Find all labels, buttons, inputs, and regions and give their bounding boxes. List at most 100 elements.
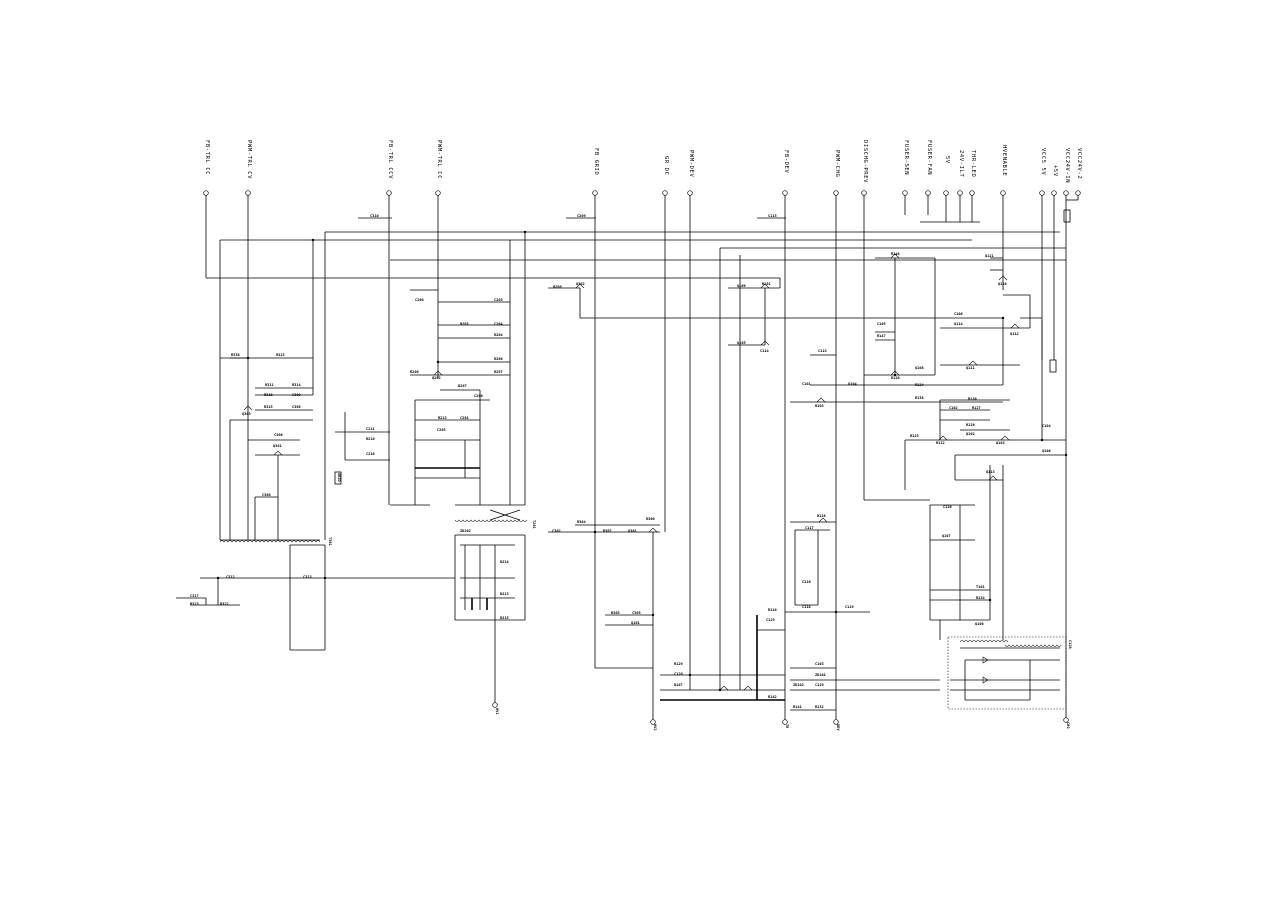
component-label: C305 xyxy=(632,611,641,615)
component-label: D214 xyxy=(500,560,509,564)
component-label: Q303 xyxy=(242,412,251,416)
component-label: R103 xyxy=(815,404,824,408)
signal-hvenable: HVENABLE xyxy=(1001,145,1007,177)
component-label: Q110 xyxy=(998,282,1007,286)
component-label: R128 xyxy=(817,514,826,518)
component-label: C310 xyxy=(370,214,379,218)
block-hv-transfer xyxy=(176,232,455,651)
component-label: R101 xyxy=(762,282,771,286)
connector-boxes xyxy=(334,209,1071,485)
component-label: T201 xyxy=(532,520,536,529)
component-label: C118 xyxy=(802,605,811,609)
component-label: R120 xyxy=(891,376,900,380)
component-label: C208 xyxy=(415,298,424,302)
component-label: C203 xyxy=(494,298,503,302)
component-label: Q202 xyxy=(432,376,441,380)
component-label: R127 xyxy=(972,406,981,410)
component-label: C206 xyxy=(474,394,483,398)
component-label: R203 xyxy=(460,322,469,326)
component-label: C125 xyxy=(766,618,775,622)
signal-pwm-dev: PWM-DEV xyxy=(688,150,694,178)
component-label: R307 xyxy=(603,529,612,533)
component-label: R147 xyxy=(877,334,886,338)
component-label: D213 xyxy=(500,592,509,596)
component-label: Q107 xyxy=(942,534,951,538)
terminal-label: CHG xyxy=(1066,722,1070,729)
component-label: C128 xyxy=(1068,640,1072,649)
component-label: R112 xyxy=(936,441,945,445)
component-label: Q101 xyxy=(631,621,640,625)
component-label: C211 xyxy=(366,427,375,431)
component-label: R124 xyxy=(915,383,924,387)
component-label: Q106 xyxy=(1042,449,1051,453)
component-label: Q302 xyxy=(576,282,585,286)
component-label: C205 xyxy=(437,428,446,432)
component-label: C105 xyxy=(877,322,886,326)
component-label: C313 xyxy=(303,575,312,579)
component-label: C210 xyxy=(366,452,375,456)
component-label: R125 xyxy=(910,434,919,438)
component-label: C312 xyxy=(226,575,235,579)
component-label: C204 xyxy=(494,322,503,326)
component-label: Q105 xyxy=(737,341,746,345)
component-label: C308 xyxy=(292,405,301,409)
component-label: C129 xyxy=(815,683,824,687)
component-label: C116 xyxy=(802,580,811,584)
signal-dischg-prev: DISCHG-PREV xyxy=(862,140,868,184)
component-label: R316 xyxy=(264,393,273,397)
component-label: Q301 xyxy=(273,444,282,448)
component-label: R207 xyxy=(494,370,503,374)
component-label: C302 xyxy=(552,529,561,533)
component-label: T301 xyxy=(328,537,332,546)
signal-fuser-sen: FUSER-SEN xyxy=(903,140,909,176)
bottom-terminals xyxy=(492,702,1069,725)
signal-pwm-chg: PWM-CHG xyxy=(834,150,840,178)
component-label: R209 xyxy=(553,285,562,289)
signal-fb-trl-cc: FB-TRL CC xyxy=(204,140,210,176)
signal-gr-dc: GR DC xyxy=(663,156,669,176)
component-label: ZD202 xyxy=(460,529,471,533)
block-control-logic xyxy=(864,257,1066,640)
signal-drops xyxy=(205,193,1079,722)
component-label: R148 xyxy=(891,252,900,256)
component-label: R116 xyxy=(768,608,777,612)
component-label: Q111 xyxy=(966,366,975,370)
component-label: R129 xyxy=(674,662,683,666)
signal-vcc24v-in: VCC24V-IN xyxy=(1064,148,1070,184)
component-label: R206 xyxy=(410,370,419,374)
component-label: C126 xyxy=(943,505,952,509)
component-label: R208 xyxy=(494,357,503,361)
signal-5v: 5V xyxy=(944,156,950,164)
terminal-label: DEV xyxy=(836,724,840,731)
component-label: R210 xyxy=(366,437,375,441)
component-label: R126 xyxy=(966,423,975,427)
diode-marks xyxy=(982,656,989,684)
component-label: C309 xyxy=(292,393,301,397)
component-label: Q301 xyxy=(628,529,637,533)
signal-thr-led: THR-LED xyxy=(970,150,976,178)
signal-fb-trl-ccv: FB-TRL CCV xyxy=(387,140,393,180)
component-label: Q121 xyxy=(985,254,994,258)
terminal-label: TR xyxy=(785,724,789,729)
component-label: ZD101 xyxy=(815,673,826,677)
component-label: R323 xyxy=(190,602,199,606)
component-label: C120 xyxy=(674,672,683,676)
component-label: T101 xyxy=(976,585,985,589)
component-label: C104 xyxy=(1042,424,1051,428)
component-label: Q104 xyxy=(848,382,857,386)
component-label: R306 xyxy=(646,517,655,521)
terminal-label: HV1 xyxy=(495,708,499,715)
component-label: Q100 xyxy=(975,622,984,626)
component-label: Q109 xyxy=(737,284,746,288)
component-label: C317 xyxy=(190,594,199,598)
component-label: D207 xyxy=(458,384,467,388)
component-label: C114 xyxy=(760,349,769,353)
block-dev-chg xyxy=(660,248,1003,711)
component-label: C201 xyxy=(460,416,469,420)
signal-fuser-fan: FUSER-FAN xyxy=(926,140,932,176)
signal-fb-grid: FB GRID xyxy=(593,148,599,176)
component-label: C115 xyxy=(768,214,777,218)
component-label: C106 xyxy=(954,312,963,316)
transistor-symbols xyxy=(243,253,1020,691)
